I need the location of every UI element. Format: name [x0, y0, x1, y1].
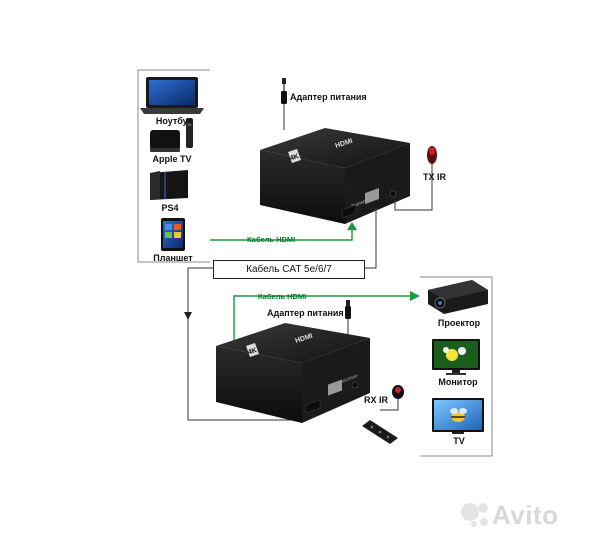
- tv-icon: [432, 398, 484, 434]
- label-power-adapter-top: Адаптер питания: [290, 92, 367, 102]
- ps4-icon: [150, 170, 188, 200]
- laptop-icon: [140, 77, 204, 114]
- transmitter-logo: 4K: [289, 153, 300, 162]
- cat-cable: [184, 208, 377, 421]
- monitor-icon: [432, 339, 480, 375]
- label-hdmi-cable-top: Кабель HDMI: [247, 235, 296, 244]
- watermark-logo-icon: [461, 503, 488, 527]
- label-projector: Проектор: [437, 318, 481, 328]
- label-cat-cable: Кабель CAT 5e/6/7: [213, 260, 365, 279]
- label-rx-ir: RX IR: [364, 395, 389, 405]
- sources-frame: [137, 69, 210, 263]
- label-hdmi-cable-bottom: Кабель HDMI: [258, 292, 307, 301]
- projector-icon: [428, 280, 488, 314]
- receiver-device: 4K HDMI Receiver: [216, 323, 370, 423]
- hdmi-cable-bottom: [233, 291, 420, 344]
- label-laptop: Ноутбук: [155, 116, 193, 126]
- remote-control-icon: [362, 420, 398, 444]
- hdmi-cable-top: [210, 222, 357, 241]
- displays-frame: [420, 276, 493, 457]
- label-apple-tv: Apple TV: [152, 154, 192, 164]
- watermark-text: Avito: [492, 500, 559, 530]
- label-tx-ir: TX IR: [423, 172, 447, 182]
- tablet-icon: [161, 218, 185, 251]
- tx-ir-icon: [394, 146, 437, 211]
- power-adapter-top-icon: [281, 78, 287, 130]
- receiver-logo: 4K: [247, 347, 258, 356]
- label-monitor: Монитор: [438, 377, 478, 387]
- apple-tv-icon: [150, 118, 193, 152]
- label-tv: TV: [453, 436, 465, 446]
- rx-ir-icon: [380, 385, 404, 411]
- label-ps4: PS4: [161, 203, 179, 213]
- cat-cable-text: Кабель CAT 5e/6/7: [246, 264, 332, 275]
- label-power-adapter-bottom: Адаптер питания: [267, 308, 344, 318]
- transmitter-device: 4K HDMI Transmitter: [260, 128, 410, 224]
- label-tablet: Планшет: [153, 253, 193, 263]
